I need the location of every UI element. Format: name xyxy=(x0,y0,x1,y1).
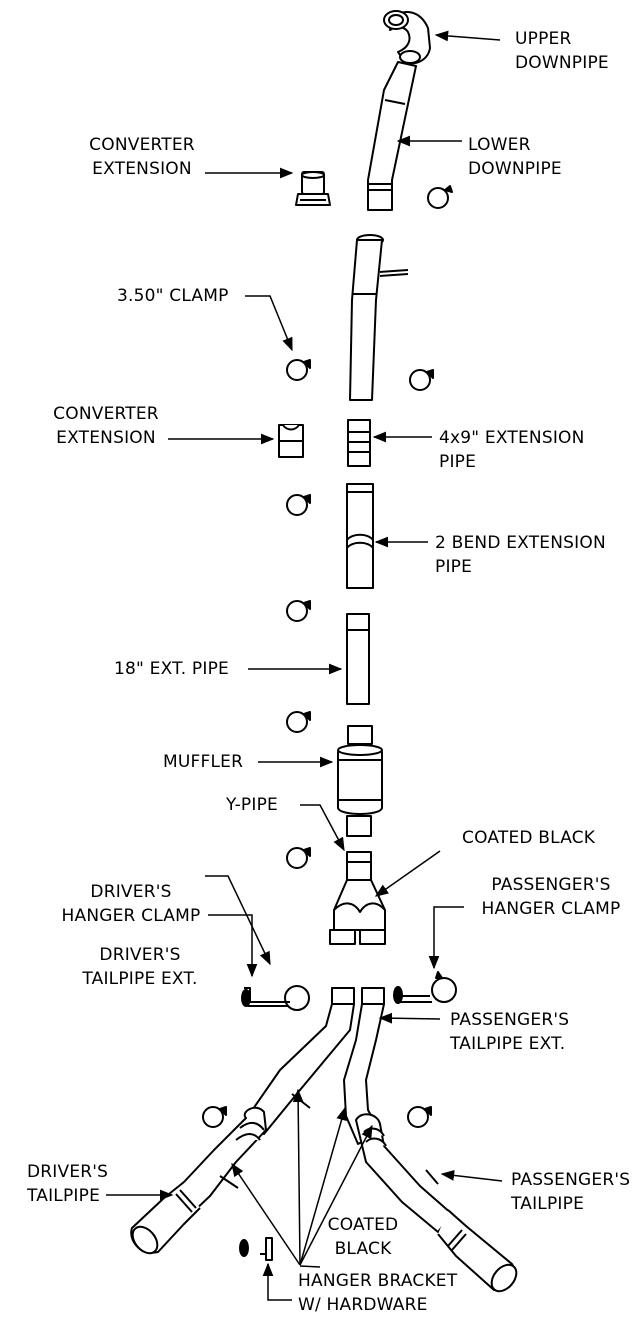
clamp-5 xyxy=(286,711,311,733)
clamp-8 xyxy=(407,1106,432,1128)
label-passengers-hanger-clamp: PASSENGER'S HANGER CLAMP xyxy=(481,875,621,919)
passengers-tailpipe xyxy=(355,1113,518,1293)
label-drivers-hanger-clamp: DRIVER'S HANGER CLAMP xyxy=(61,882,201,926)
label-coated-black-top: COATED BLACK xyxy=(462,828,596,848)
drivers-hanger-clamp-part xyxy=(241,985,310,1011)
label-ext-pipe-18: 18" EXT. PIPE xyxy=(114,659,229,679)
long-pipe xyxy=(349,234,409,401)
lower-downpipe xyxy=(367,61,417,211)
label-bend-extension: 2 BEND EXTENSION PIPE xyxy=(435,533,606,577)
clamp-7 xyxy=(202,1106,227,1128)
label-passengers-tailpipe-ext: PASSENGER'S TAILPIPE EXT. xyxy=(450,1010,570,1054)
converter-extension-mid xyxy=(278,424,304,458)
clamp-3 xyxy=(286,494,311,516)
y-pipe xyxy=(329,851,386,945)
passengers-hanger-clamp-part xyxy=(393,971,457,1004)
label-y-pipe: Y-PIPE xyxy=(226,795,278,815)
drivers-tailpipe-ext xyxy=(243,987,355,1135)
label-hanger-bracket: HANGER BRACKET W/ HARDWARE xyxy=(298,1271,458,1315)
leader-lines xyxy=(106,30,503,1301)
label-extension-4x9: 4x9" EXTENSION PIPE xyxy=(439,428,585,472)
converter-extension-top xyxy=(295,171,331,206)
clamp-6 xyxy=(286,847,311,869)
label-clamp-350: 3.50" CLAMP xyxy=(117,286,229,306)
drivers-tailpipe xyxy=(130,1106,267,1255)
bend-extension-pipe xyxy=(346,483,374,589)
label-upper-downpipe: UPPER DOWNPIPE xyxy=(515,29,609,73)
clamp-350 xyxy=(286,359,311,381)
label-drivers-tailpipe-ext: DRIVER'S TAILPIPE EXT. xyxy=(82,945,198,989)
label-muffler: MUFFLER xyxy=(163,752,244,772)
label-passengers-tailpipe: PASSENGER'S TAILPIPE xyxy=(511,1170,631,1214)
label-lower-downpipe: LOWER DOWNPIPE xyxy=(468,135,562,179)
label-converter-extension-mid: CONVERTER EXTENSION xyxy=(53,404,159,448)
extension-pipe-4x9 xyxy=(347,419,371,467)
clamp-4 xyxy=(286,600,311,622)
label-converter-extension-top: CONVERTER EXTENSION xyxy=(89,135,195,179)
upper-downpipe xyxy=(383,10,431,65)
muffler xyxy=(337,725,383,837)
clamp-2 xyxy=(409,369,434,391)
clamp-1 xyxy=(427,185,453,209)
label-coated-black-bottom: COATED BLACK xyxy=(327,1215,399,1259)
label-drivers-tailpipe: DRIVER'S TAILPIPE xyxy=(27,1162,109,1206)
hanger-bracket-part xyxy=(239,1237,273,1261)
ext-pipe-18 xyxy=(346,613,370,705)
